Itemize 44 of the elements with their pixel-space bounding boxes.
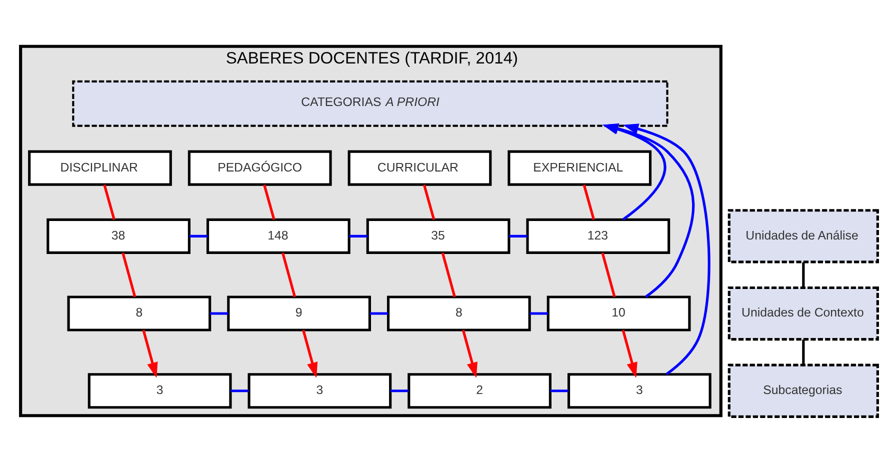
connector (281, 252, 296, 298)
node-box: 148 (206, 218, 350, 254)
connector (530, 312, 548, 315)
connector (441, 252, 456, 298)
node-box: DISCIPLINAR (28, 150, 172, 186)
connector (103, 184, 116, 220)
connector (349, 234, 368, 238)
arrow (622, 330, 638, 378)
connector (582, 184, 596, 220)
arrow (462, 330, 478, 378)
node-box: 3 (567, 373, 712, 409)
node-box: EXPERIENCIAL (508, 150, 652, 186)
node-box: PEDAGÓGICO (188, 150, 332, 186)
node-box: 9 (227, 296, 371, 332)
node-box: 10 (546, 296, 691, 332)
arrow (142, 330, 158, 378)
arrow (622, 124, 710, 376)
node-box: Subcategorias (728, 364, 879, 418)
node-box: Unidades de Contexto (728, 286, 879, 341)
connector (550, 390, 568, 392)
node-box: 38 (46, 218, 190, 254)
connector (390, 390, 409, 392)
connector (802, 340, 805, 365)
node-box: 8 (67, 296, 212, 332)
connector (210, 312, 228, 315)
node-box: 123 (526, 218, 670, 254)
node-box: 8 (386, 296, 531, 332)
arrow (302, 330, 318, 378)
connector (189, 234, 208, 238)
connector (370, 312, 388, 315)
node-box: 3 (88, 373, 232, 409)
connector (422, 184, 436, 220)
node-box: CATEGORIAS A PRIORI (72, 80, 668, 127)
node-box: 35 (366, 218, 510, 254)
connector (263, 184, 276, 220)
connector (601, 252, 616, 298)
node-box: 2 (408, 373, 552, 409)
node-box: 3 (248, 373, 392, 409)
node-box: CURRICULAR (348, 150, 492, 186)
connector (802, 262, 805, 288)
node-box: Unidades de Análise (728, 209, 879, 264)
connector (230, 390, 249, 392)
connector (122, 252, 136, 298)
connector (509, 234, 528, 238)
